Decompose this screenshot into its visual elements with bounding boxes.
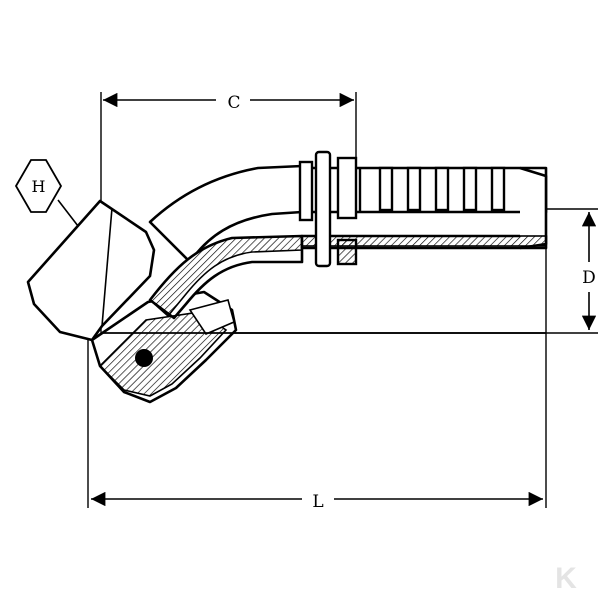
ferrule-barbs	[358, 166, 506, 212]
dimension-lines	[91, 92, 597, 507]
dimension-l-label: L	[312, 492, 323, 512]
watermark-logo: K	[555, 562, 577, 595]
dimension-c-label: C	[227, 93, 240, 113]
collar	[298, 150, 358, 268]
hex-nut	[26, 199, 156, 342]
hex-size-label: H	[32, 177, 46, 196]
o-ring	[135, 349, 153, 367]
hex-callout: H	[14, 159, 79, 227]
dimension-d-label: D	[582, 268, 596, 288]
